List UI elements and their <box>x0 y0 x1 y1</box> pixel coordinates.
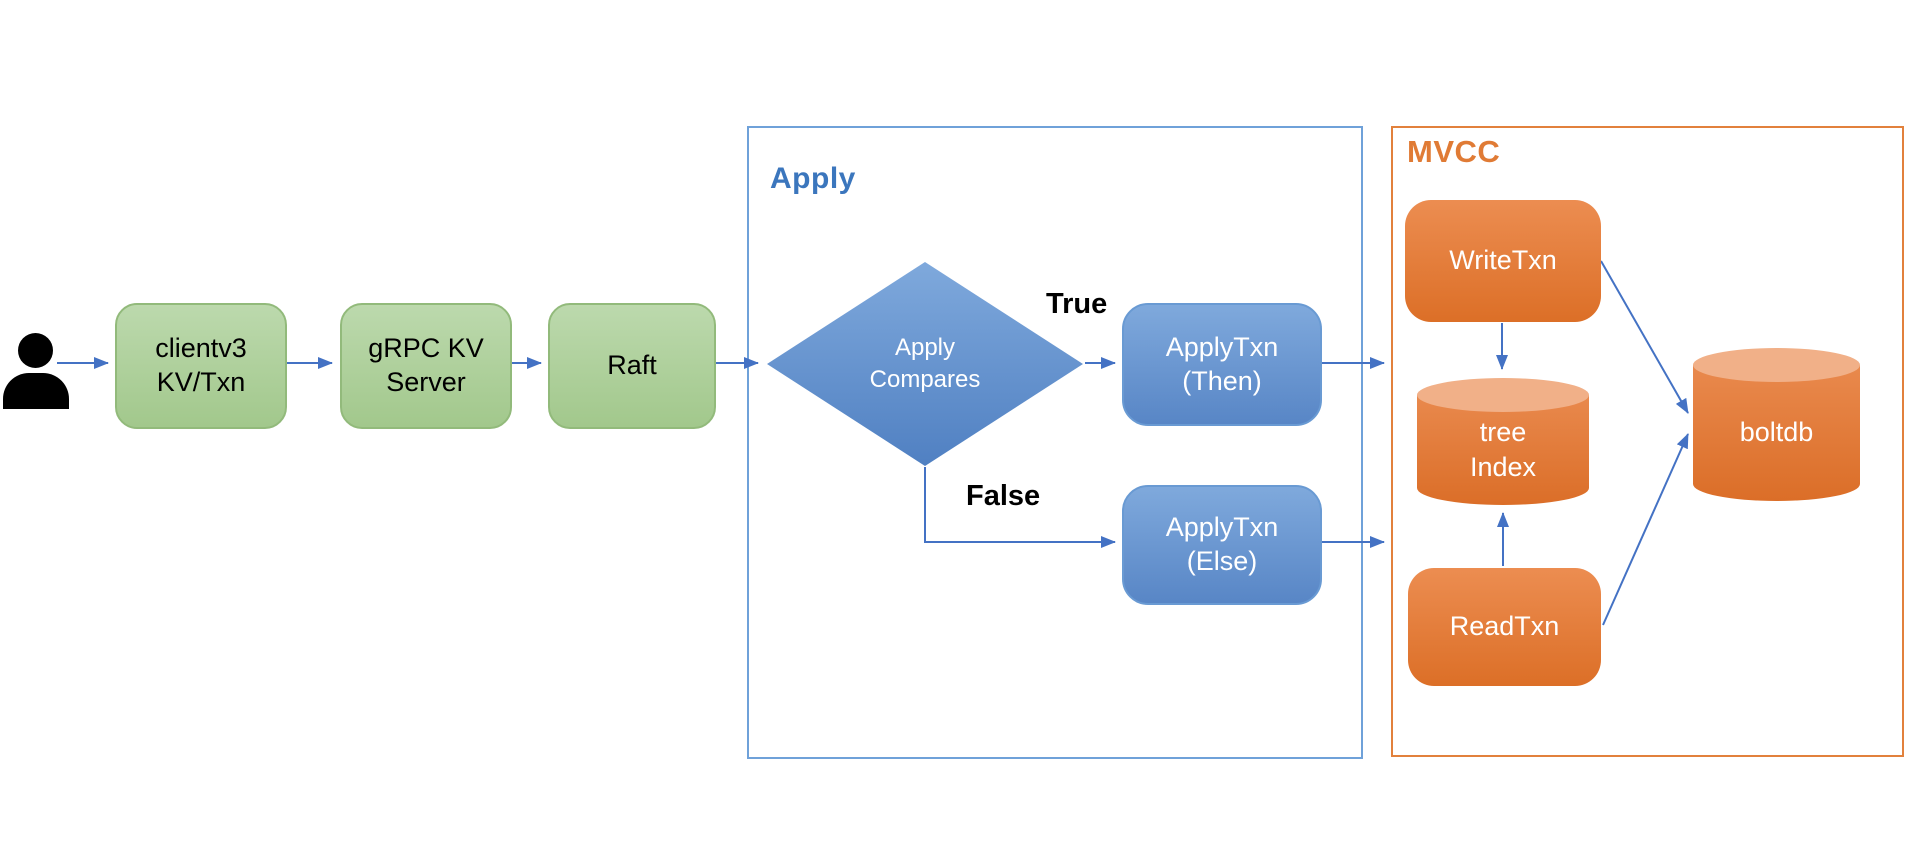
edge-label-false: False <box>966 480 1041 512</box>
group-mvcc-title: MVCC <box>1407 134 1501 169</box>
boltdb-label: boltdb <box>1693 365 1860 501</box>
cylinder-cap <box>1417 378 1589 412</box>
person-body <box>3 373 69 409</box>
edge-writetxn-to-boltdb <box>1600 260 1689 414</box>
node-applytxn-else: ApplyTxn (Else) <box>1122 485 1322 605</box>
edge-label-true: True <box>1046 288 1108 320</box>
decision-diamond-shape <box>767 262 1083 466</box>
decision-label: Apply Compares <box>869 333 981 393</box>
user-person-icon <box>3 333 69 409</box>
node-grpc-kv-server: gRPC KV Server <box>340 303 512 429</box>
node-tree-index-cylinder: tree Index <box>1417 378 1589 505</box>
node-raft: Raft <box>548 303 716 429</box>
tree-index-label: tree Index <box>1417 395 1589 505</box>
group-apply <box>747 126 1363 759</box>
edge-false-to-applytxn-else <box>924 467 1116 548</box>
group-apply-title: Apply <box>770 162 856 195</box>
node-boltdb-cylinder: boltdb <box>1693 348 1860 501</box>
node-applytxn-then: ApplyTxn (Then) <box>1122 303 1322 426</box>
person-head <box>18 333 53 368</box>
edge-readtxn-to-boltdb <box>1602 433 1689 626</box>
node-writetxn: WriteTxn <box>1405 200 1601 322</box>
node-apply-compares-decision: Apply Compares <box>767 262 1083 466</box>
group-mvcc <box>1391 126 1904 757</box>
cylinder-cap <box>1693 348 1860 382</box>
node-clientv3-kv-txn: clientv3 KV/Txn <box>115 303 287 429</box>
node-readtxn: ReadTxn <box>1408 568 1601 686</box>
